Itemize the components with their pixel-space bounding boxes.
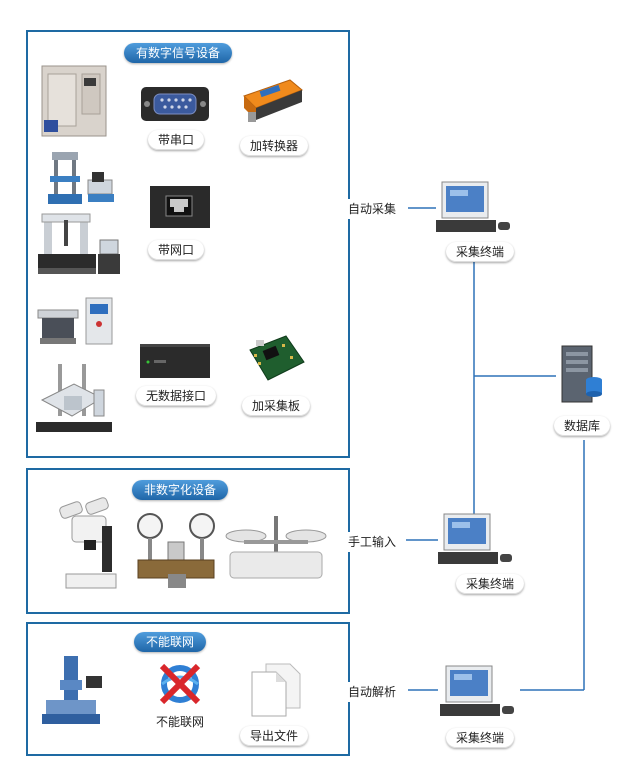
balance-scale-image — [225, 516, 327, 579]
offline-devices-title: 不能联网 — [133, 632, 207, 652]
export-file-icon — [251, 663, 301, 717]
network-port-label: 带网口 — [147, 240, 205, 260]
non-digital-devices-title: 非数字化设备 — [131, 480, 229, 500]
digital-devices-title: 有数字信号设备 — [123, 43, 233, 63]
no-network-icon — [159, 663, 201, 705]
pressure-gauge-tester-image — [137, 513, 215, 588]
terminal-3-label: 采集终端 — [445, 728, 515, 748]
video-measuring-machine-image — [42, 656, 102, 724]
drop-tester-image — [36, 364, 112, 432]
database-server-image — [561, 345, 602, 403]
export-file-label: 导出文件 — [239, 726, 309, 746]
vibration-tester-image — [37, 297, 113, 345]
terminal-2-label: 采集终端 — [455, 574, 525, 594]
no-interface-device-image — [140, 344, 210, 378]
serial-port-image — [141, 87, 209, 121]
terminal-1-image — [436, 181, 510, 232]
terminal-1-label: 采集终端 — [445, 242, 515, 262]
measuring-machine-image — [38, 213, 120, 274]
cannot-network-label: 不能联网 — [145, 712, 215, 732]
climate-chamber-image — [41, 65, 107, 137]
no-data-interface-label: 无数据接口 — [135, 386, 217, 406]
acquisition-board-label: 加采集板 — [241, 396, 311, 416]
serial-port-label: 带串口 — [147, 130, 205, 150]
converter-image — [243, 79, 303, 122]
microscope-image — [59, 497, 117, 589]
terminal-2-image — [438, 513, 512, 564]
database-label: 数据库 — [553, 416, 611, 436]
auto-collect-label: 自动采集 — [337, 199, 407, 219]
terminal-3-image — [440, 665, 514, 716]
manual-input-label: 手工输入 — [337, 532, 407, 552]
network-port-image — [150, 186, 210, 228]
auto-parse-label: 自动解析 — [337, 682, 407, 702]
acquisition-board-image — [249, 335, 305, 381]
testing-machine-image — [48, 152, 114, 204]
converter-label: 加转换器 — [239, 136, 309, 156]
